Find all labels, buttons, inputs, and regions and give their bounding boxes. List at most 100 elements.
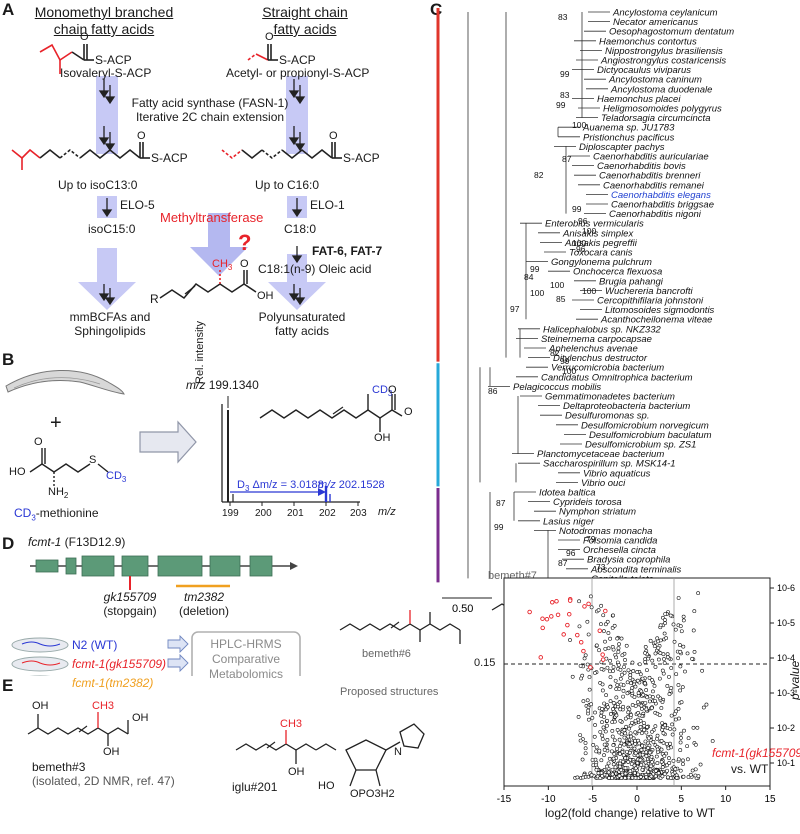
taxon-label: Teladorsagia circumcincta [601,113,710,124]
feature-point [593,710,597,715]
feature-point [643,701,648,705]
feature-point [622,664,627,669]
feature-point [639,747,644,752]
pathway-bar-left [96,76,118,154]
feature-point [650,658,655,663]
feature-point [633,718,638,723]
taxon-label: Halicephalobus sp. NKZ332 [543,324,661,335]
feature-point [649,706,654,711]
ch3-label: CH3 [280,718,303,730]
feature-point [627,707,632,712]
feature-point [659,706,664,710]
feature-point [582,656,587,661]
fat6-fat7-label: FAT-6, FAT-7 [312,244,383,258]
feature-point [630,660,635,665]
feature-point [585,619,590,624]
feature-point [655,736,659,741]
gene-model [11,555,301,676]
feature-point [641,692,646,697]
o-atom: O [329,130,338,142]
feature-point [690,656,695,661]
feature-point [630,775,635,780]
feature-point [658,623,663,628]
feature-point [605,619,610,624]
bootstrap-value: 97 [510,304,520,314]
tick-203: 203 [350,508,367,519]
taxon-label: Caenorhabditis briggsae [611,200,714,211]
feature-point [663,621,667,626]
taxon-label: Cyprideis torosa [553,497,622,508]
feature-point [589,702,594,707]
feature-point [652,644,657,649]
significant-feature-point [549,614,554,619]
feature-point [599,713,604,718]
feature-point [636,772,640,777]
feature-point [676,706,681,711]
feature-point [664,742,669,746]
bootstrap-value: 99 [560,69,570,79]
significant-feature-point [555,612,561,618]
feature-point [609,749,614,754]
feature-point [639,706,644,711]
feature-point [608,684,613,689]
taxon-label: Lasius niger [543,516,595,527]
taxon-label: Caenorhabditis elegans [611,190,711,201]
bootstrap-value: 99 [560,356,570,366]
feature-point [668,726,673,731]
feature-point [633,684,638,689]
feature-point [659,759,664,764]
significant-feature-point [578,640,584,645]
oh-label: OH [32,700,49,712]
feature-point [611,647,616,652]
significant-feature-point [538,655,544,660]
feature-point [650,729,654,734]
feature-point [655,761,660,765]
x-tick-label: -15 [497,794,512,805]
feature-point [618,667,623,672]
feature-point [624,724,628,729]
feature-point [590,758,595,762]
taxon-label: Oesophagostomum dentatum [609,27,734,38]
sacp-label-3: S-ACP [151,151,188,165]
feature-point [627,742,632,746]
feature-point [664,751,668,756]
feature-point [643,644,648,649]
allele-gk155709: gk155709 [103,590,157,604]
feature-point [626,668,631,673]
feature-point [627,726,631,731]
feature-point [622,742,627,747]
feature-point [678,649,683,654]
question-mark: ? [238,230,252,255]
feature-point [673,717,678,722]
feature-point [644,730,649,735]
feature-point [678,643,682,647]
feature-point [586,708,591,713]
feature-point [618,761,622,766]
panel-label-a: A [2,0,15,19]
feature-point [603,639,607,644]
feature-point [592,734,597,739]
feature-point [633,703,638,708]
bootstrap-value: 82 [534,170,544,180]
feature-point [623,658,627,662]
o-atom: O [34,436,43,448]
sacp-label-2: S-ACP [279,53,316,67]
feature-point [615,683,620,687]
bootstrap-value: 100 [562,366,576,376]
feature-point [660,727,665,732]
oh-label: OH [132,712,149,724]
feature-point [600,707,605,711]
bootstrap-value: 100 [572,120,586,130]
significant-feature-point [540,616,545,621]
bootstrap-value: 96 [576,244,586,254]
significant-feature-point [549,600,555,605]
feature-point [640,767,645,772]
feature-point [663,612,668,616]
taxon-label: Heligmosomoides polygyrus [603,104,722,115]
feature-point [605,723,609,728]
bootstrap-value: 99 [556,100,566,110]
feature-point [696,591,701,596]
cd3-methionine-label: CD3-methionine [14,506,99,523]
feature-point [670,772,675,777]
feature-point [578,733,583,737]
